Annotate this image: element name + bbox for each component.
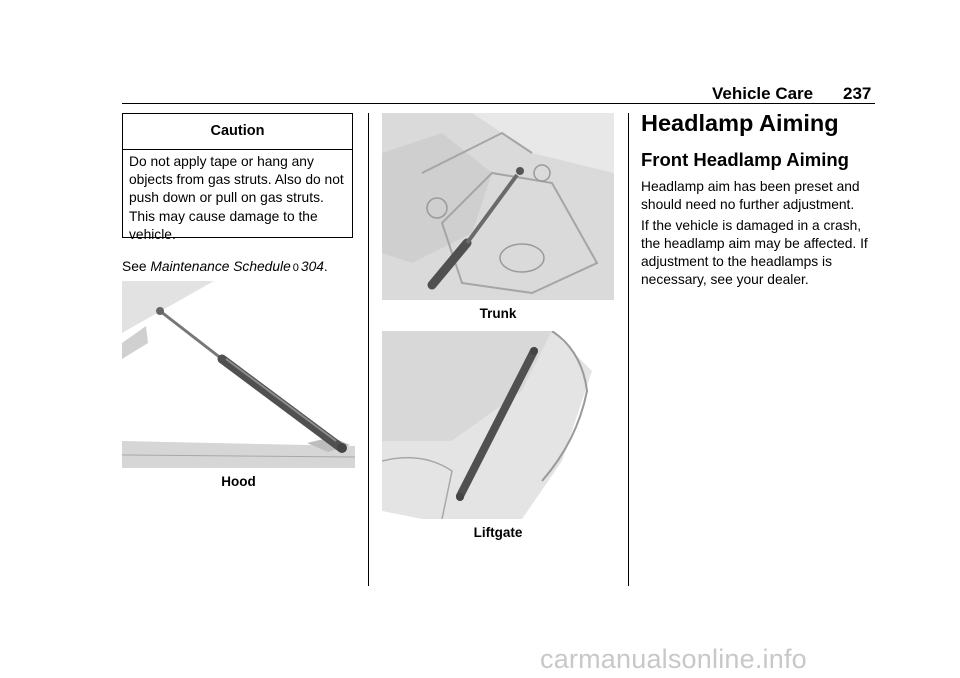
caution-text: Do not apply tape or hang any objects fr… [129, 154, 344, 242]
paragraph-crash: If the vehicle is damaged in a crash, th… [641, 218, 868, 287]
paragraph-preset: Headlamp aim has been preset and should … [641, 179, 860, 212]
see-suffix: . [323, 259, 328, 274]
section-title: Vehicle Care [712, 84, 814, 103]
page-reference-icon: 0 [292, 262, 299, 274]
hood-caption: Hood [221, 474, 256, 489]
column-divider-left [368, 113, 369, 586]
caution-divider [123, 149, 352, 150]
page-number: 237 [843, 84, 872, 103]
trunk-caption: Trunk [479, 306, 517, 321]
headlamp-aiming-heading: Headlamp Aiming [641, 110, 839, 136]
watermark: carmanualsonline.info [540, 644, 807, 674]
see-prefix: See [122, 259, 151, 274]
hood-strut-illustration [122, 281, 355, 468]
caution-box: Caution Do not apply tape or hang any ob… [122, 113, 353, 242]
column-divider-right [628, 113, 629, 586]
liftgate-strut-illustration [382, 331, 614, 519]
trunk-strut-illustration [382, 113, 614, 300]
maintenance-schedule-link[interactable]: Maintenance Schedule [150, 259, 291, 274]
front-headlamp-aiming-subheading: Front Headlamp Aiming [641, 149, 849, 170]
reference-page-number[interactable]: 304 [300, 259, 324, 274]
caution-title: Caution [210, 123, 265, 139]
liftgate-caption: Liftgate [473, 525, 523, 540]
header-rule [122, 103, 875, 104]
